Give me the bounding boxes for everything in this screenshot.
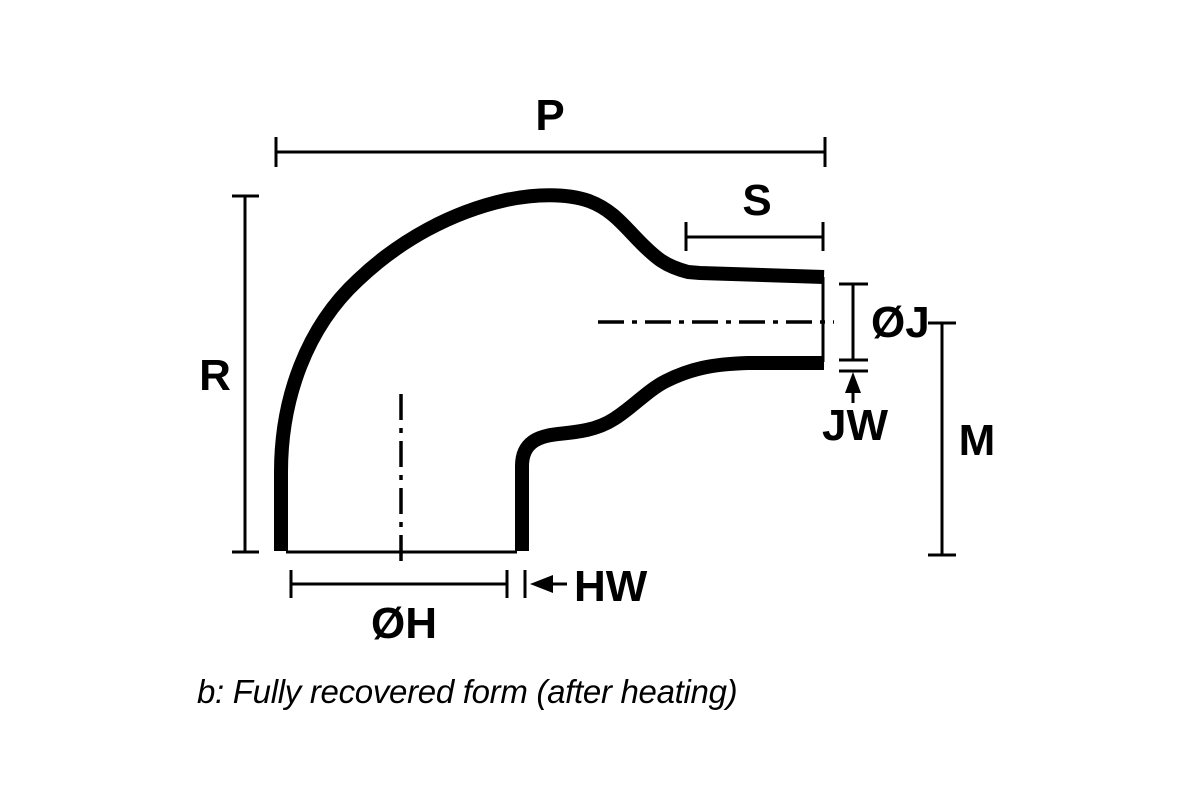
hw-left-arrowhead: [530, 575, 553, 593]
dim-r-label: R: [199, 351, 231, 400]
dimension-r: R: [199, 194, 259, 554]
dimension-jw: JW: [822, 372, 888, 450]
dim-s-line: [684, 222, 825, 251]
dim-m-label: M: [959, 416, 996, 465]
dim-jw-label: JW: [822, 401, 888, 450]
jw-up-arrowhead: [845, 372, 861, 393]
dim-m-line: [928, 321, 956, 557]
figure-caption: b: Fully recovered form (after heating): [197, 673, 737, 710]
dim-p-label: P: [535, 91, 564, 140]
dim-oh-label: ØH: [371, 599, 437, 648]
dimension-m: M: [928, 321, 996, 557]
dimension-hw: HW: [523, 562, 648, 611]
dimension-s: S: [684, 176, 825, 251]
boot-inner-contour: [515, 356, 824, 551]
dim-r-line: [232, 194, 259, 554]
dim-hw-label: HW: [574, 562, 648, 611]
dim-oj-line: [839, 282, 868, 373]
dim-s-label: S: [742, 176, 771, 225]
dimension-p: P: [274, 91, 827, 167]
dimension-oh: ØH: [289, 570, 509, 648]
dim-oj-label: ØJ: [871, 298, 930, 347]
dimension-oj: ØJ: [839, 282, 930, 373]
dim-p-line: [274, 137, 827, 167]
boot-outer-contour: [274, 188, 825, 551]
dim-oh-line: [289, 570, 509, 598]
